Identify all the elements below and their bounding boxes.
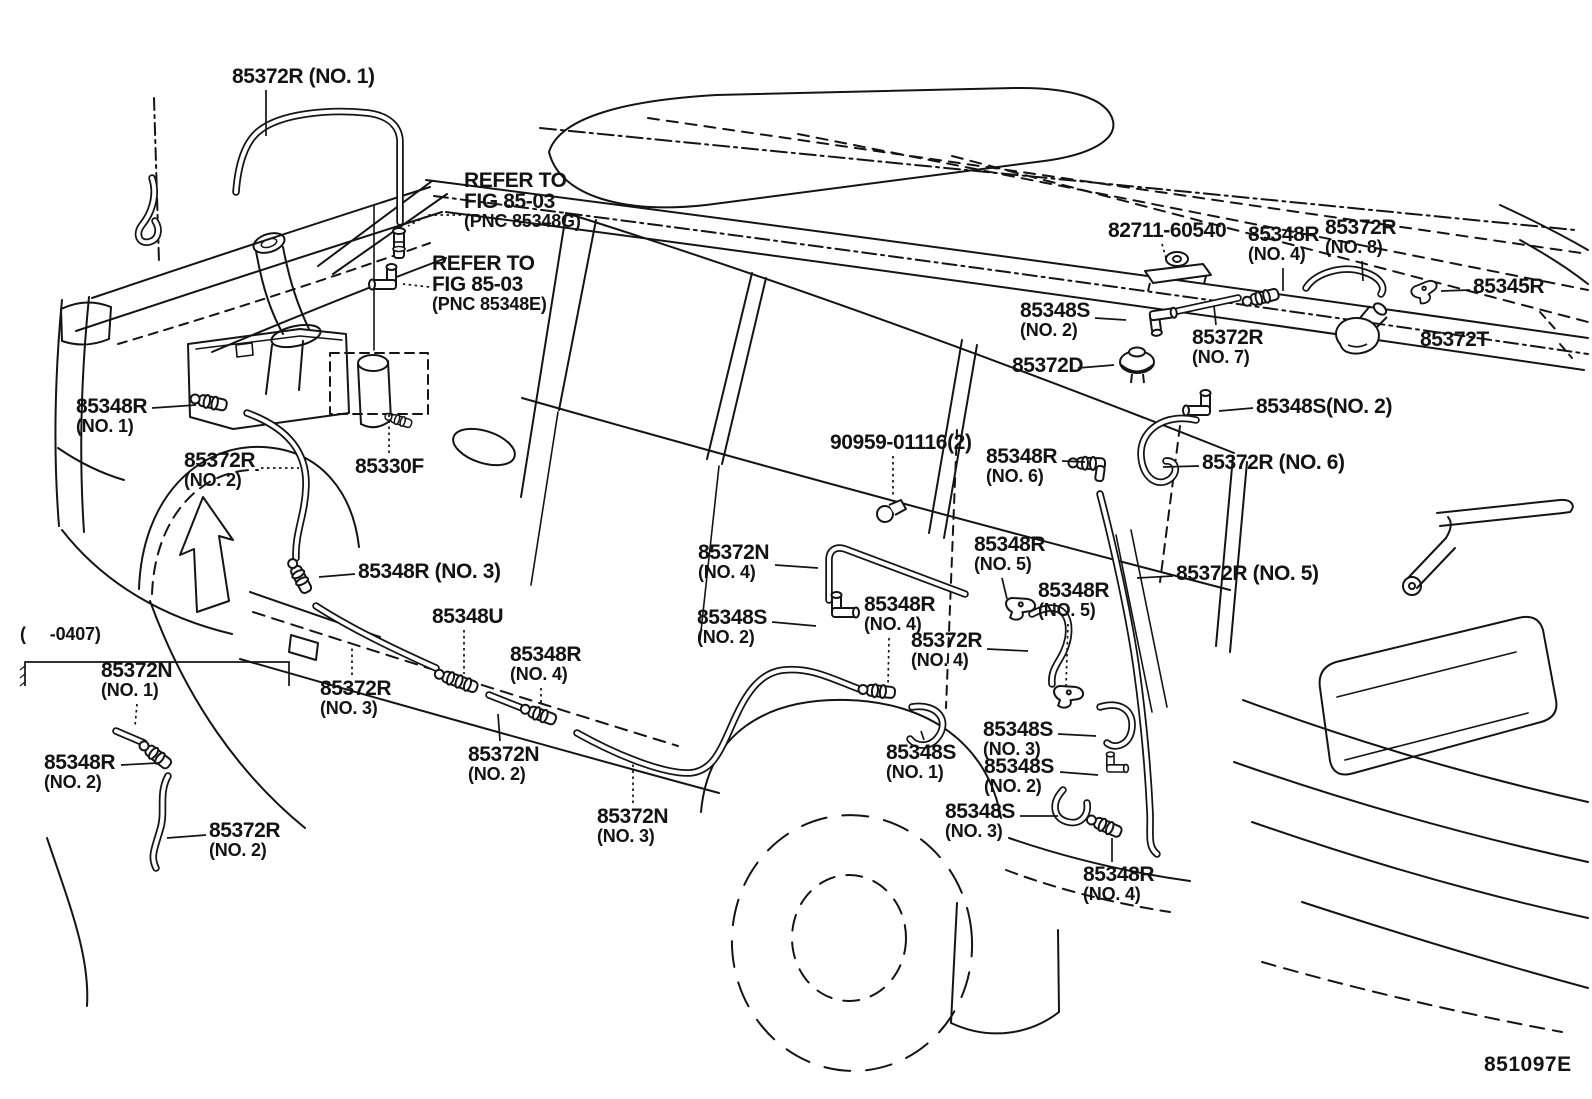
part-label-85372t: 85372T (1420, 328, 1489, 351)
part-label-inset-85372r-no2: 85372R(NO. 2) (209, 819, 281, 860)
part-label-85345r: 85345R (1473, 275, 1545, 298)
part-label-85348r-no4-top: 85348R(NO. 4) (1248, 223, 1320, 264)
part-label-85348s-no2-bot: 85348S(NO. 2) (984, 755, 1055, 796)
part-label-85348r-no3: 85348R (NO. 3) (358, 560, 501, 583)
part-label-85372n-no3: 85372N(NO. 3) (597, 805, 669, 846)
part-label-85372r-no4: 85372R(NO. 4) (911, 629, 983, 670)
fittings-and-parts (135, 227, 1440, 840)
part-label-85348s-no1: 85348S(NO. 1) (886, 741, 957, 782)
part-label-85372r-no6: 85372R (NO. 6) (1202, 451, 1345, 474)
part-label-85372n-no2: 85372N(NO. 2) (468, 743, 540, 784)
part-label-90959-01116: 90959-01116(2) (830, 431, 972, 454)
part-label-85372r-no1: 85372R (NO. 1) (232, 65, 375, 88)
part-label-85348r-no6: 85348R(NO. 6) (986, 445, 1058, 486)
part-label-85372r-no2-main: 85372R(NO. 2) (184, 449, 256, 490)
car-body-lines (46, 86, 1589, 1072)
part-label-85348s-no2-top: 85348S(NO. 2) (1020, 299, 1091, 340)
part-label-85348r-no1: 85348R(NO. 1) (76, 395, 148, 436)
part-label-85348r-no5-a: 85348R(NO. 5) (974, 533, 1046, 574)
leader-lines (19, 90, 1471, 862)
part-label-85372d: 85372D (1012, 354, 1084, 377)
part-label-85372r-no8: 85372R(NO. 8) (1325, 216, 1397, 257)
part-label-inset-applicability: ( -0407) (20, 624, 101, 644)
part-label-85348r-no4-bot: 85348R(NO. 4) (1083, 863, 1155, 904)
figure-code: 851097E (1484, 1053, 1572, 1076)
part-label-85348s-no2-mid: 85348S(NO. 2) (697, 606, 768, 647)
part-label-85348s-no3-a: 85348S(NO. 3) (983, 718, 1054, 759)
part-label-85348r-no4-mid: 85348R(NO. 4) (864, 593, 936, 634)
part-label-85348s-no2-right: 85348S(NO. 2) (1256, 395, 1393, 418)
part-label-85330f: 85330F (355, 455, 424, 478)
part-label-85372r-no5: 85372R (NO. 5) (1176, 562, 1319, 585)
part-label-85372r-no3: 85372R(NO. 3) (320, 677, 392, 718)
part-label-inset-85348r-no2: 85348R(NO. 2) (44, 751, 116, 792)
part-label-85348u: 85348U (432, 605, 504, 628)
part-label-82711-60540: 82711-60540 (1108, 219, 1227, 242)
part-label-85348s-no3-b: 85348S(NO. 3) (945, 800, 1016, 841)
leader-lines-dotted (134, 214, 1167, 803)
part-label-85348r-no4-c: 85348R(NO. 4) (510, 643, 582, 684)
part-label-inset-85372n-no1: 85372N(NO. 1) (101, 659, 173, 700)
part-label-85372n-no4: 85372N(NO. 4) (698, 541, 770, 582)
part-label-85372r-no7: 85372R(NO. 7) (1192, 326, 1264, 367)
part-label-85348r-no5-b: 85348R(NO. 5) (1038, 579, 1110, 620)
